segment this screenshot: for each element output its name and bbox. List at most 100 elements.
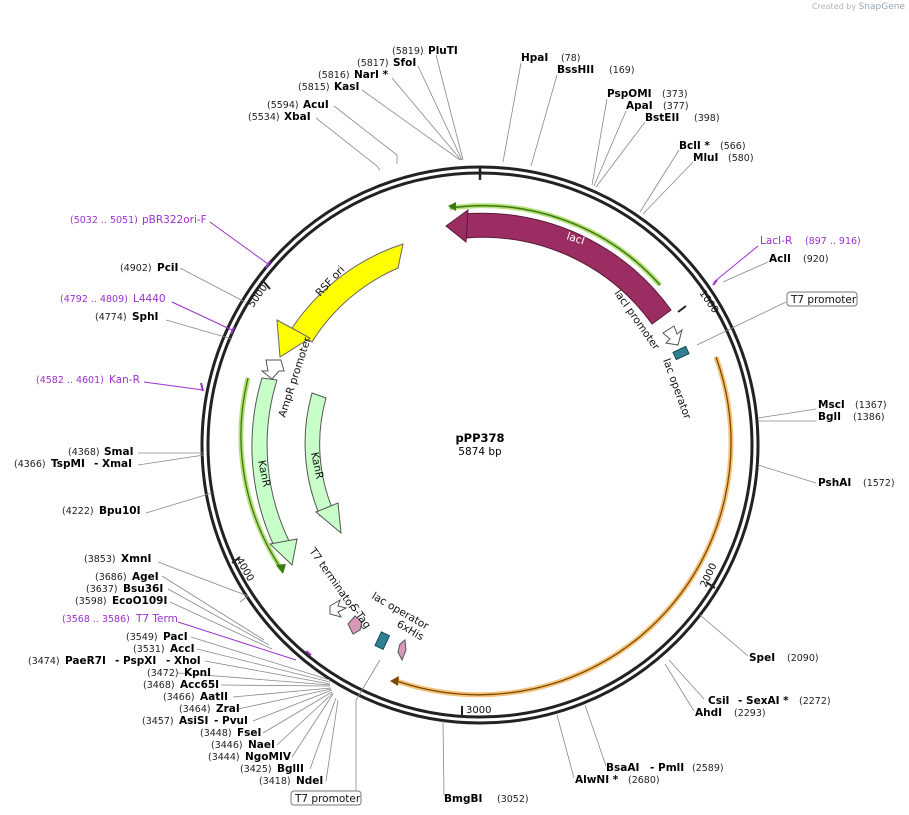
enzyme-leader-lines [137,54,817,797]
enzyme-position: (5817) [357,58,389,69]
enzyme-AsiSI-PvuI[interactable]: (3457) AsiSI - PvuI [142,715,248,727]
feature-label-lacI: lacI [565,230,586,247]
tick-label: 1000 [697,288,721,315]
primer-position: (4582 .. 4601) [36,375,104,386]
enzyme-position: (1386) [853,412,885,423]
enzyme-PshAI[interactable]: PshAI (1572) [818,477,895,489]
enzyme-AhdI[interactable]: AhdI (2293) [695,707,766,719]
enzyme-BssHII[interactable]: BssHII (169) [557,64,635,76]
enzyme-FseI[interactable]: (3448) FseI [200,727,261,739]
feature-lacI[interactable] [463,212,672,325]
enzyme-position: (4368) [68,447,100,458]
boxed-label-t7-promoter-bottom[interactable]: T7 promoter [290,790,362,806]
enzyme-name: CsiI [708,695,729,707]
boxed-label-text: T7 promoter [790,294,857,306]
enzyme-position: (3468) [143,680,175,691]
enzyme-AlwNI[interactable]: AlwNI * (2680) [575,774,660,786]
enzyme-BmgBI[interactable]: BmgBI (3052) [444,793,529,805]
enzyme-NgoMIV[interactable]: (3444) NgoMIV [208,751,292,763]
primer-name: Kan-R [109,374,140,386]
enzyme-NaeI[interactable]: (3446) NaeI [211,739,275,751]
primer-name: L4440 [133,293,166,305]
enzyme-position: (920) [803,254,829,265]
feature-6xhis[interactable] [397,639,407,662]
enzyme-BglI[interactable]: BglI (1386) [818,411,885,423]
enzyme-KasI[interactable]: (5815) KasI [298,81,359,93]
enzyme-AatII[interactable]: (3466) AatII [163,691,228,703]
enzyme-HpaI[interactable]: HpaI (78) [521,52,581,64]
enzyme-position: (5534) [248,112,280,123]
enzyme-BsaAI-PmlI[interactable]: BsaAI - PmlI (2589) [606,762,724,774]
enzyme-position: (398) [694,113,720,124]
backbone [200,165,760,725]
lacI-highlight-line [449,204,661,286]
enzyme-AccI[interactable]: (3531) AccI [133,643,194,655]
enzyme-MluI[interactable]: MluI (580) [693,152,754,164]
feature-lac-operator-2[interactable] [374,631,391,651]
enzyme-NdeI[interactable]: (3418) NdeI [259,775,323,787]
enzyme-position: (5819) [392,46,424,57]
enzyme-XmnI[interactable]: (3853) XmnI [84,553,151,565]
enzyme-position: (4774) [95,312,127,323]
enzyme-position: (4366) [14,459,46,470]
enzyme-name: - PmlI [650,762,684,774]
enzyme-BglII[interactable]: (3425) BglII [240,763,304,775]
enzyme-SfoI[interactable]: (5817) SfoI [357,57,416,69]
enzyme-name: ZraI [216,703,240,715]
enzyme-name: BmgBI [444,793,482,805]
enzyme-AclI[interactable]: AclI (920) [769,253,829,265]
feature-rsf-ori-head [276,319,311,358]
primer-T7-Term[interactable]: (3568 .. 3586) T7 Term [62,613,312,661]
enzyme-PspOMI[interactable]: PspOMI (373) [607,88,688,100]
enzyme-PacI[interactable]: (3549) PacI [126,631,188,643]
enzyme-AcuI[interactable]: (5594) AcuI [267,99,329,111]
enzyme-NarI[interactable]: (5816) NarI * [318,69,389,81]
tick-5000: 5000 [246,281,271,310]
lacI-highlight-arrow [448,202,456,211]
enzyme-position: (2272) [799,696,831,707]
enzyme-name: PspOMI [607,88,652,100]
enzyme-AgeI[interactable]: (3686) AgeI [95,571,159,583]
enzyme-SmaI[interactable]: (4368) SmaI [68,446,134,458]
enzyme-position: (4902) [120,263,152,274]
primer-Kan-R[interactable]: (4582 .. 4601) Kan-R [36,374,204,392]
enzyme-position: (3052) [497,794,529,805]
enzyme-ApaI[interactable]: ApaI (377) [626,100,689,112]
enzyme-position: (3466) [163,692,195,703]
enzyme-PaeR7I-PspXI-XhoI[interactable]: (3474) PaeR7I - PspXI - XhoI [28,655,201,667]
enzyme-Acc65I[interactable]: (3468) Acc65I [143,679,219,691]
enzyme-KpnI[interactable]: (3472) KpnI [147,667,211,679]
enzyme-MscI[interactable]: MscI (1367) [818,399,887,411]
enzyme-position: (5816) [318,70,350,81]
enzyme-SpeI[interactable]: SpeI (2090) [749,652,819,664]
feature-rsf-ori[interactable] [291,243,404,343]
enzyme-SphI[interactable]: (4774) SphI [95,311,158,323]
feature-s-tag[interactable] [347,615,363,635]
enzyme-name: AclI [769,253,791,265]
enzyme-TspMI-XmaI[interactable]: (4366) TspMI - XmaI [14,458,132,470]
primer-lacI-R[interactable]: LacI-R (897 .. 916) [712,235,861,286]
primer-pBR322ori-F[interactable]: (5032 .. 5051) pBR322ori-F [70,214,271,269]
primer-L4440[interactable]: (4792 .. 4809) L4440 [60,293,235,335]
enzyme-CsiI-SexAI[interactable]: CsiI - SexAI * (2272) [708,695,831,707]
enzyme-EcoO109I[interactable]: (3598) EcoO109I [75,595,167,607]
enzyme-BstEII[interactable]: BstEII (398) [645,112,720,124]
feature-t7-terminator[interactable] [329,598,348,618]
feature-ampR-promoter[interactable] [260,359,285,380]
enzyme-name: AcuI [303,99,329,111]
enzyme-name: XmnI [121,553,151,565]
enzyme-BclI[interactable]: BclI * (566) [679,140,746,152]
enzyme-position: (3549) [126,632,158,643]
feature-lac-operator-1[interactable] [672,345,690,361]
enzyme-XbaI[interactable]: (5534) XbaI [248,111,311,123]
enzyme-Bpu10I[interactable]: (4222) Bpu10I [62,505,141,517]
enzyme-name: Bsu36I [123,583,163,595]
enzyme-Bsu36I[interactable]: (3637) Bsu36I [86,583,163,595]
enzyme-name: KasI [334,81,359,93]
boxed-label-t7-promoter-right[interactable]: T7 promoter [786,291,858,307]
enzyme-ZraI[interactable]: (3464) ZraI [179,703,240,715]
snapgene-credit: Created by SnapGene [812,2,905,12]
enzyme-PciI[interactable]: (4902) PciI [120,262,178,274]
feature-lacI-promoter[interactable] [662,325,683,346]
enzyme-PluTI[interactable]: (5819) PluTI [392,45,458,57]
